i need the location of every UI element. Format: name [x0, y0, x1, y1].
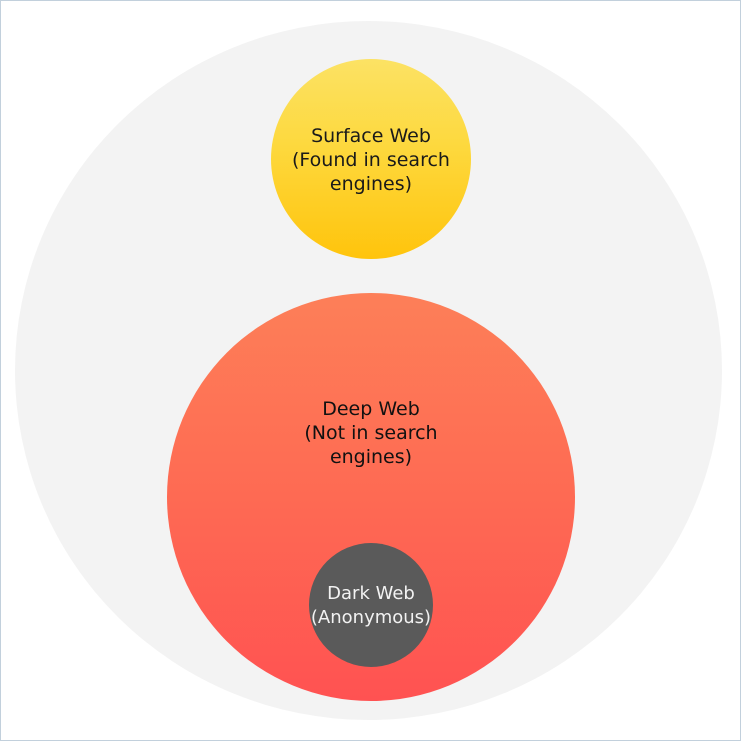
- deep-web-label: Deep Web (Not in search engines): [304, 398, 438, 468]
- dark-web-circle[interactable]: Dark Web (Anonymous): [309, 543, 433, 667]
- dark-web-label: Dark Web (Anonymous): [310, 582, 432, 628]
- surface-web-circle[interactable]: Surface Web (Found in search engines): [271, 59, 471, 259]
- surface-web-label: Surface Web (Found in search engines): [292, 125, 450, 195]
- deep-web-circle[interactable]: Deep Web (Not in search engines): [167, 293, 575, 701]
